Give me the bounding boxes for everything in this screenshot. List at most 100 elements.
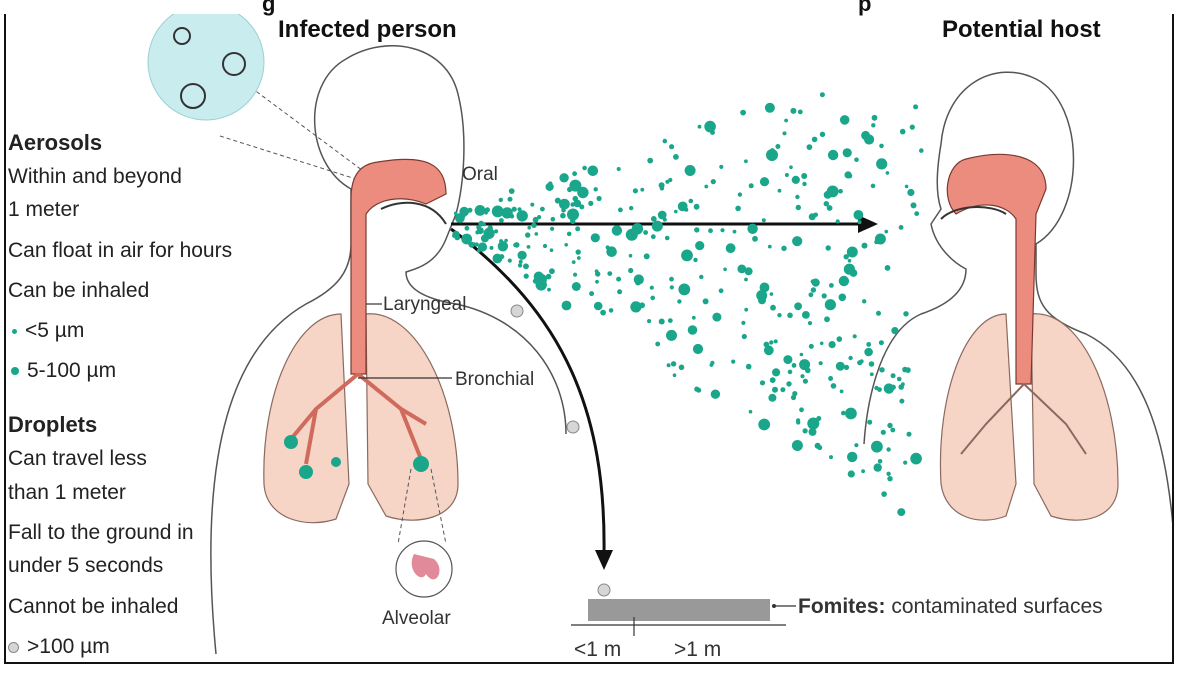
aerosol-particle	[903, 461, 907, 465]
aerosol-particle	[854, 443, 858, 447]
aerosol-particle	[681, 250, 693, 262]
aerosol-particle	[537, 215, 541, 219]
aerosol-particle	[763, 179, 768, 184]
aerosol-particle	[665, 236, 670, 241]
aerosol-particle	[815, 443, 821, 449]
aerosol-particle	[685, 165, 696, 176]
aerosol-particle	[547, 288, 551, 292]
aerosol-particle	[876, 311, 881, 316]
aerosol-particle	[607, 271, 612, 276]
aerosol-particle	[775, 144, 780, 149]
aerosol-particle	[726, 243, 736, 253]
droplets-line-3: Fall to the ground in	[8, 522, 194, 543]
aerosol-particle	[897, 377, 902, 382]
aerosol-particle	[735, 206, 741, 212]
legend-droplet: >100 µm	[8, 636, 110, 657]
aerosol-particle	[572, 282, 581, 291]
aerosol-particle	[796, 420, 800, 424]
aerosol-particle	[854, 210, 864, 220]
fomites-label: Fomites: contaminated surfaces	[798, 595, 1103, 619]
virus-zoom-circle	[148, 14, 264, 120]
aerosol-particle	[575, 226, 580, 231]
aerosol-particle	[772, 368, 780, 376]
alveolar-label: Alveolar	[382, 608, 451, 630]
aerosol-particle	[857, 360, 862, 365]
aerosol-particle	[693, 344, 703, 354]
aerosol-particle	[837, 336, 843, 342]
aerosol-particle	[629, 254, 633, 258]
aerosol-particle	[630, 301, 641, 312]
aerosol-particle	[594, 187, 598, 191]
aerosol-particle	[824, 201, 829, 206]
aerosol-particle	[862, 243, 868, 249]
aerosol-particle	[572, 171, 577, 176]
aerosol-particle	[710, 361, 714, 365]
aerosol-particle	[900, 129, 906, 135]
aerosols-line-3: Can float in air for hours	[8, 240, 232, 261]
aerosol-particle	[594, 302, 603, 311]
aerosol-particle	[461, 234, 472, 245]
aerosol-particle	[560, 213, 566, 219]
aerosol-particle	[887, 476, 892, 481]
aerosol-particle	[668, 318, 673, 323]
aerosol-particle	[723, 268, 727, 272]
aerosol-particle	[677, 299, 681, 303]
aerosol-particle	[890, 428, 895, 433]
medium-dot-icon	[11, 367, 19, 375]
fomite-leader-dot	[772, 604, 776, 608]
aerosol-particle	[820, 342, 824, 346]
title-fragment-right: p	[858, 0, 871, 17]
aerosol-particle	[595, 271, 600, 276]
infected-person-header: Infected person	[278, 16, 457, 44]
aerosol-particle	[744, 278, 748, 282]
aerosol-particle	[668, 178, 672, 182]
aerosol-particle	[799, 407, 804, 412]
aerosol-particle	[647, 319, 651, 323]
small-dot-icon	[12, 329, 17, 334]
aerosol-particle	[790, 108, 796, 114]
aerosol-particle	[768, 394, 776, 402]
aerosol-particle	[875, 234, 886, 245]
aerosol-particle	[559, 173, 568, 182]
aerosol-particle	[800, 353, 804, 357]
aerosol-particle	[609, 308, 614, 313]
clipped-title: g p	[0, 0, 1182, 14]
aerosol-particle	[704, 121, 716, 133]
aerosol-particle	[840, 115, 850, 125]
aerosol-particle	[764, 342, 770, 348]
aerosol-particle	[694, 227, 699, 232]
aerosol-particle	[550, 227, 554, 231]
aerosol-particle	[572, 260, 576, 264]
aerosol-particle	[891, 385, 896, 390]
aerosol-particle	[850, 269, 858, 277]
aerosol-particle	[640, 188, 644, 192]
aerosol-particle	[836, 362, 845, 371]
aerosol-particle	[508, 197, 513, 202]
aerosol-particle	[885, 265, 891, 271]
aerosol-particle	[745, 267, 753, 275]
bronchial-label: Bronchial	[455, 369, 534, 391]
aerosol-particle	[617, 167, 621, 171]
aerosol-particle	[899, 399, 904, 404]
aerosol-particle	[465, 226, 470, 231]
host-mouth	[941, 207, 1006, 219]
legend-large-label: 5-100 µm	[27, 359, 116, 382]
aerosol-particle	[913, 104, 918, 109]
aerosol-particle	[794, 302, 802, 310]
aerosol-particle	[762, 218, 766, 222]
aerosol-particle	[588, 201, 593, 206]
aerosol-particle	[731, 360, 735, 364]
aerosol-particle	[518, 251, 527, 260]
aerosol-particle	[819, 361, 823, 365]
fomite-surface	[588, 599, 770, 621]
aerosol-particle	[907, 432, 912, 437]
aerosol-particle	[870, 372, 874, 376]
aerosol-particle	[886, 171, 890, 175]
aerosol-particle	[749, 410, 753, 414]
aerosol-particle	[698, 125, 702, 129]
aerosols-line-2: 1 meter	[8, 199, 79, 220]
aerosol-particle	[671, 361, 676, 366]
aerosol-particle	[719, 165, 723, 169]
aerosol-particle	[617, 289, 622, 294]
aerosol-particle	[570, 202, 575, 207]
